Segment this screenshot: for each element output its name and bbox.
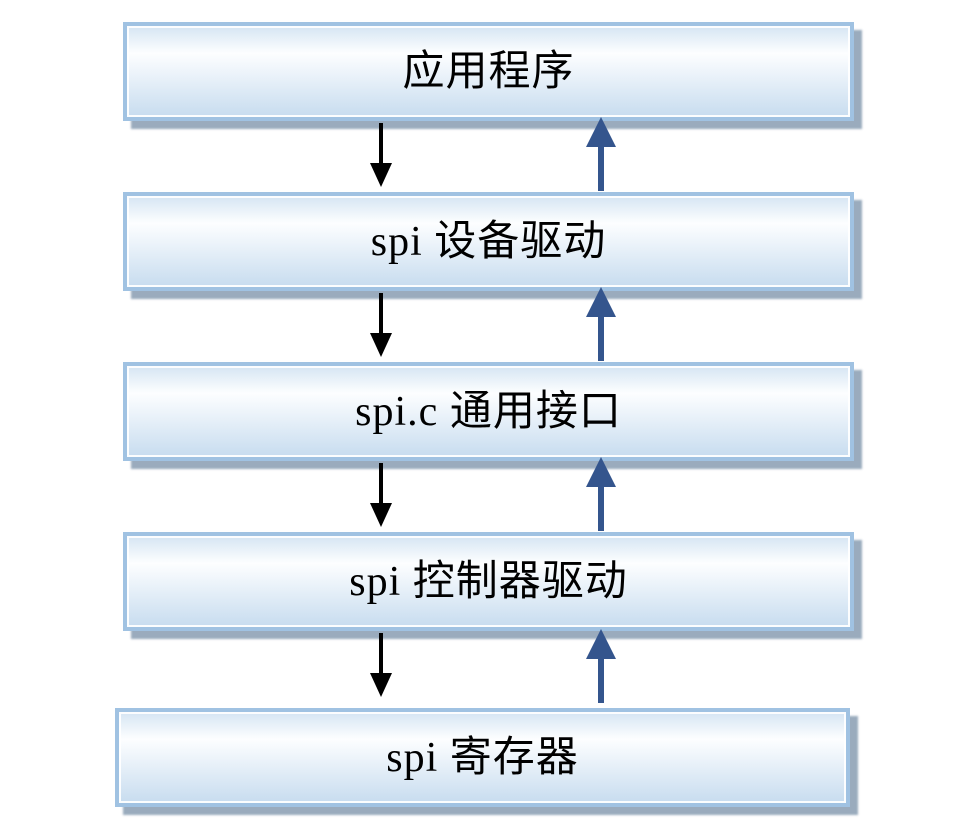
down-arrow-icon-3 <box>370 463 392 527</box>
up-arrow-icon-1 <box>586 117 616 191</box>
layer-label-application: 应用程序 <box>402 48 575 95</box>
layer-label-spi-controller-driver: spi 控制器驱动 <box>349 558 628 605</box>
layer-label-spi-device-driver: spi 设备驱动 <box>370 218 607 265</box>
down-arrow-icon-1 <box>370 123 392 187</box>
up-arrow-icon-3 <box>586 457 616 531</box>
up-arrow-icon-2 <box>586 287 616 361</box>
layer-label-spi-registers: spi 寄存器 <box>386 734 579 781</box>
down-arrow-icon-4 <box>370 633 392 697</box>
layer-label-spi-generic-interface: spi.c 通用接口 <box>355 388 622 435</box>
layer-box-spi-device-driver: spi 设备驱动 <box>123 192 854 291</box>
layer-box-spi-registers: spi 寄存器 <box>115 708 850 807</box>
down-arrow-icon-2 <box>370 293 392 357</box>
layer-box-spi-controller-driver: spi 控制器驱动 <box>123 532 854 631</box>
layer-box-spi-generic-interface: spi.c 通用接口 <box>123 362 854 461</box>
layer-box-application: 应用程序 <box>123 22 854 121</box>
up-arrow-icon-4 <box>586 629 616 703</box>
